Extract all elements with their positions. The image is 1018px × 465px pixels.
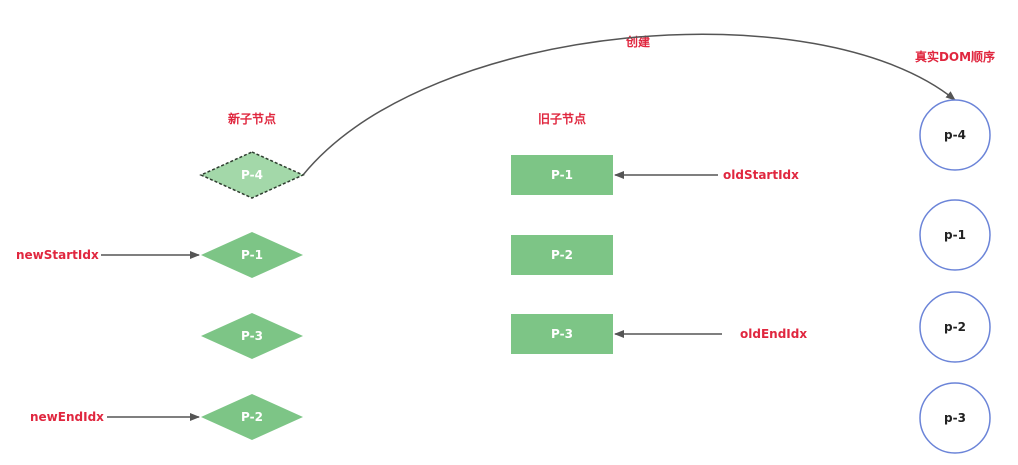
dom-node-shape	[919, 291, 991, 363]
old-node-shape	[511, 235, 613, 275]
dom-node-label: p-2	[944, 320, 966, 334]
dom-node-shape	[919, 99, 991, 171]
old-node-p1: P-1	[511, 155, 613, 195]
old-node-label: P-1	[551, 168, 573, 182]
new-node-label: P-4	[241, 168, 263, 182]
old-node-shape	[511, 314, 613, 354]
new-node-shape	[199, 151, 305, 199]
old-node-label: P-3	[551, 327, 573, 341]
new-node-p3: P-3	[201, 313, 303, 359]
title-new-children: 新子节点	[228, 111, 276, 126]
new-node-label: P-3	[241, 329, 263, 343]
old-node-shape	[511, 155, 613, 195]
dom-node-label: p-1	[944, 228, 966, 242]
new-node-shape	[201, 394, 303, 440]
new-node-shape	[201, 313, 303, 359]
old-node-p2: P-2	[511, 235, 613, 275]
dom-node-p2: p-2	[919, 291, 991, 363]
dom-node-p4: p-4	[919, 99, 991, 171]
create-arc	[302, 33, 956, 176]
title-real-dom: 真实DOM顺序	[915, 49, 995, 64]
new-node-p4: P-4	[199, 151, 305, 199]
dom-node-p1: p-1	[919, 199, 991, 271]
new-node-p2: P-2	[201, 394, 303, 440]
pointer-old-start-label: oldStartIdx	[723, 168, 799, 182]
dom-node-label: p-3	[944, 411, 966, 425]
title-old-children: 旧子节点	[538, 111, 586, 126]
old-node-p3: P-3	[511, 314, 613, 354]
new-node-shape	[201, 232, 303, 278]
pointer-old-end-label: oldEndIdx	[740, 327, 807, 341]
dom-node-p3: p-3	[919, 382, 991, 454]
old-node-label: P-2	[551, 248, 573, 262]
new-node-label: P-2	[241, 410, 263, 424]
pointer-new-start-label: newStartIdx	[16, 248, 99, 262]
new-node-label: P-1	[241, 248, 263, 262]
dom-node-shape	[919, 199, 991, 271]
new-node-p1: P-1	[201, 232, 303, 278]
dom-node-shape	[919, 382, 991, 454]
dom-node-label: p-4	[944, 128, 966, 142]
pointer-new-end-label: newEndIdx	[30, 410, 104, 424]
